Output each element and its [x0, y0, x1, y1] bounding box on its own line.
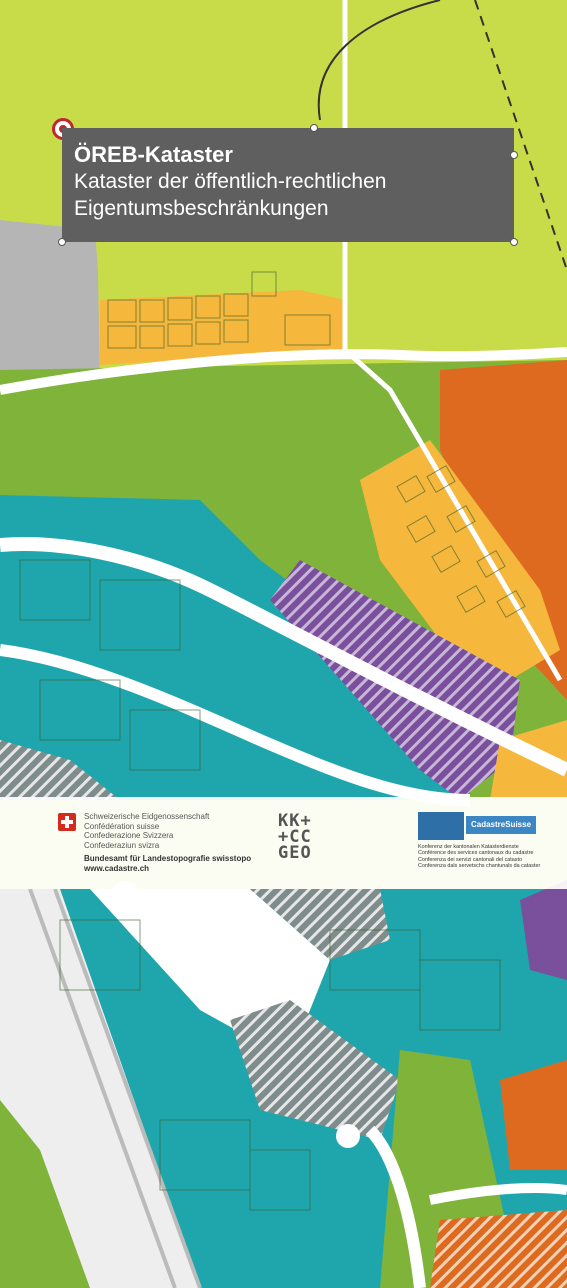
- switzerland-map-icon: [418, 812, 464, 840]
- logo-band: [0, 797, 567, 889]
- hatched-orange-zone: [430, 1210, 567, 1288]
- swiss-cross-icon: [58, 813, 76, 831]
- commercial-zone-orange-lower: [500, 1060, 567, 1170]
- residential-zone-yellow-north: [100, 290, 345, 365]
- corner-node-icon: [510, 151, 518, 159]
- ch-line1: Schweizerische Eidgenossenschaft: [84, 812, 210, 821]
- cs-line2: Conférence des services cantonaux du cad…: [418, 850, 534, 857]
- ch-office: Bundesamt für Landestopografie swisstopo: [84, 854, 252, 864]
- green-strip-left: [0, 1100, 90, 1288]
- ch-url: www.cadastre.ch: [84, 863, 150, 873]
- public-zone-purple: [520, 880, 567, 980]
- kkgeo-logo: KK+ +CC GEO: [278, 811, 312, 863]
- cs-line3: Conferenza dei servizi cantonali del cat…: [418, 856, 522, 863]
- kkgeo-row1: KK+: [278, 811, 312, 831]
- industrial-zone-teal-upper: [0, 495, 470, 800]
- kkgeo-row2: +CC: [278, 827, 312, 847]
- corner-node-icon: [58, 238, 66, 246]
- special-zone-hatched-grey: [0, 740, 120, 800]
- cadastresuisse-name: CadastreSuisse: [466, 816, 536, 834]
- special-zone-hatched-upper: [250, 889, 390, 960]
- cs-line1: Konferenz der kantonalen Katasterdienste: [418, 844, 519, 850]
- ch-line3: Confederazione Svizzera: [84, 831, 174, 841]
- cadastresuisse-logo: CadastreSuisse Konferenz der kantonalen …: [418, 812, 558, 870]
- ch-line2: Confédération suisse: [84, 821, 160, 831]
- corner-node-icon: [310, 124, 318, 132]
- special-zone-hatched-lower: [230, 1000, 400, 1140]
- cs-line4: Conferenza dals servetschs chantunals da…: [418, 863, 541, 870]
- title-box: ÖREB-Kataster Kataster der öffentlich-re…: [62, 128, 514, 242]
- ch-line4: Confederaziun svizra: [84, 840, 160, 850]
- corner-node-icon: [510, 238, 518, 246]
- title-sub-line2: Eigentumsbeschränkungen: [74, 197, 329, 220]
- title-main: ÖREB-Kataster: [74, 142, 233, 167]
- railway-area-grey: [0, 220, 100, 392]
- title-sub-line1: Kataster der öffentlich-rechtlichen: [74, 170, 387, 193]
- kkgeo-row3: GEO: [278, 843, 312, 863]
